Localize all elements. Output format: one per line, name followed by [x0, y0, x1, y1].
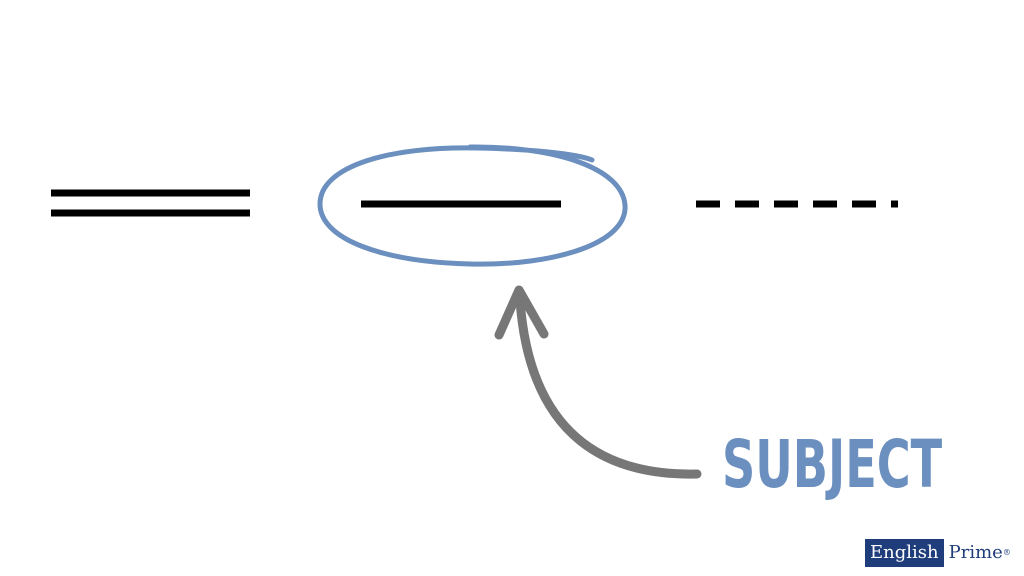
- logo-prime-text: Prime: [948, 542, 1003, 563]
- circled-subject-line: [317, 144, 628, 267]
- double-underline: [51, 189, 250, 217]
- logo-registered-mark: ®: [1002, 548, 1011, 557]
- logo-english: English: [865, 539, 944, 567]
- logo-prime: Prime®: [944, 539, 1011, 567]
- hand-drawn-circle: [317, 144, 628, 267]
- curved-arrow: [494, 285, 702, 479]
- subject-label: SUBJECT: [722, 426, 943, 503]
- english-prime-logo: English Prime®: [865, 539, 1011, 567]
